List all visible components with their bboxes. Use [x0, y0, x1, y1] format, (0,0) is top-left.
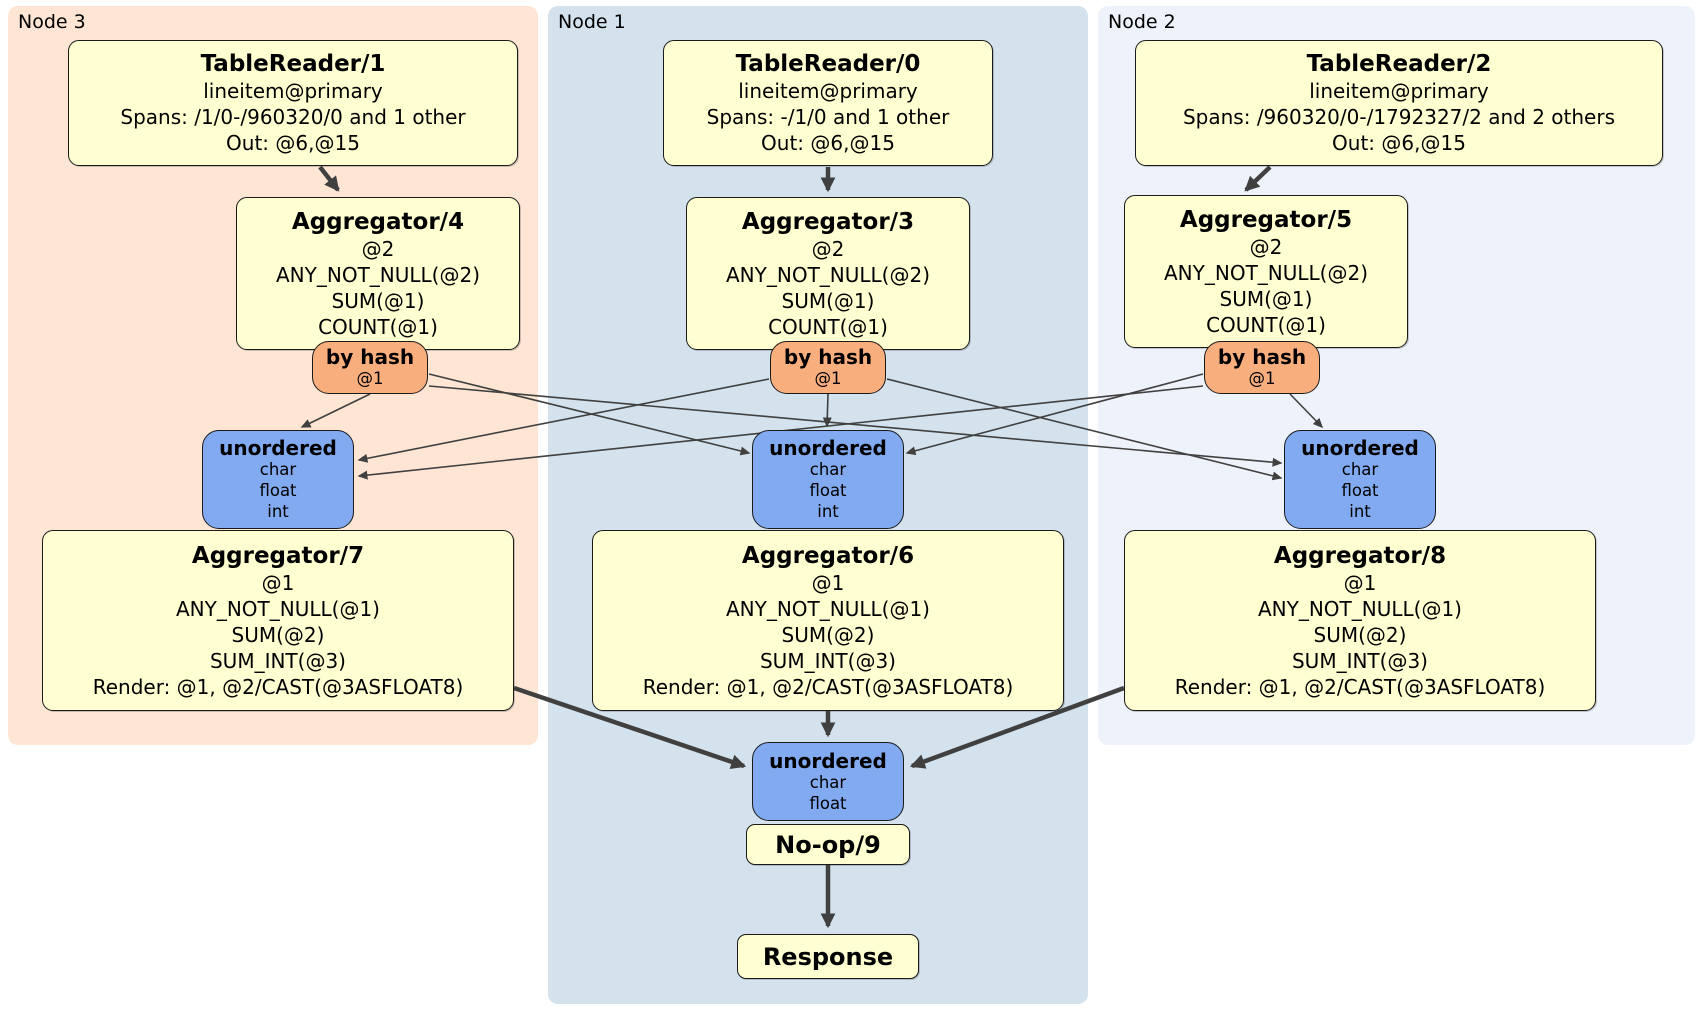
box-title: Aggregator/6	[741, 542, 915, 569]
router-lines: @1	[1248, 369, 1276, 388]
edge-hash1-sync1	[822, 393, 832, 428]
edge-hash3-sync1	[428, 373, 751, 456]
edge-tablereader2-aggregator5	[1244, 165, 1272, 192]
edge-aggregator8-final-sync	[909, 685, 1125, 769]
router-lines: @1	[814, 369, 842, 388]
box-title: Aggregator/3	[741, 208, 915, 235]
panel-node1-label: Node 1	[558, 11, 626, 33]
edge-hash1-sync2	[886, 378, 1283, 481]
sync-title: unordered	[219, 436, 337, 460]
edge-hash3-sync2	[428, 385, 1283, 467]
box-title: Aggregator/7	[191, 542, 365, 569]
edge-hash3-sync3	[300, 393, 371, 428]
response-box: Response	[737, 934, 919, 979]
edge-hash2-sync1	[905, 373, 1204, 456]
router-title: by hash	[1217, 345, 1307, 369]
router-title: by hash	[783, 345, 873, 369]
panel-node2-label: Node 2	[1108, 11, 1176, 33]
sync-title: unordered	[769, 748, 887, 773]
edge-tablereader1-aggregator4	[318, 165, 340, 192]
panel-node3-label: Node 3	[18, 11, 86, 33]
noop-box: No-op/9	[746, 824, 910, 865]
box-title: Aggregator/8	[1273, 542, 1447, 569]
box-title: TableReader/1	[200, 51, 386, 77]
box-title: Response	[762, 942, 894, 971]
edge-hash2-sync2	[1289, 393, 1324, 429]
edge-aggregator7-final-sync	[513, 685, 747, 770]
box-title: No-op/9	[775, 830, 881, 859]
router-title: by hash	[325, 345, 415, 369]
hash-router-node2: by hash @1	[1204, 341, 1320, 394]
sync-title: unordered	[1301, 436, 1419, 460]
hash-router-node1: by hash @1	[770, 341, 886, 394]
hash-router-node3: by hash @1	[312, 341, 428, 394]
edge-hash1-sync3	[357, 378, 770, 463]
router-lines: @1	[356, 369, 384, 388]
box-title: TableReader/2	[1306, 51, 1492, 77]
box-title: Aggregator/4	[291, 208, 465, 235]
sync-title: unordered	[769, 436, 887, 460]
box-title: TableReader/0	[735, 51, 921, 77]
box-title: Aggregator/5	[1179, 206, 1353, 233]
